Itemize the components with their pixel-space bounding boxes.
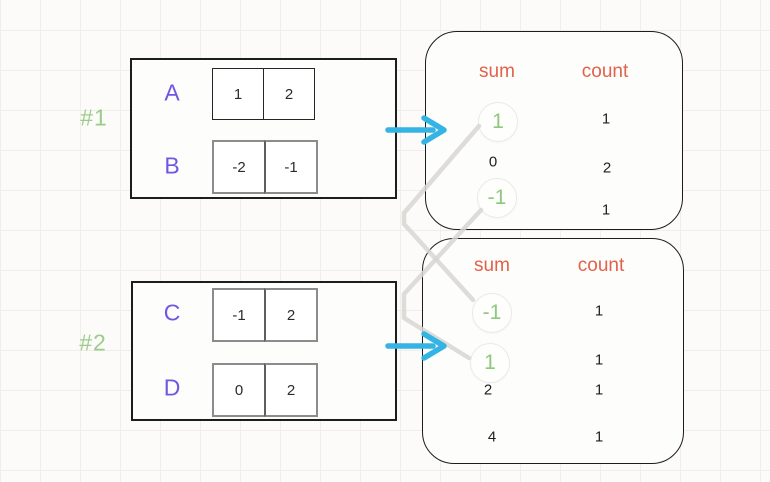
- example2-sum-header: sum: [474, 255, 510, 276]
- array-a-cell-0: 1: [212, 68, 264, 120]
- array-d-cell-1: 2: [264, 363, 318, 417]
- array-b-cells: -2 -1: [212, 140, 318, 194]
- example2-row1-count: 1: [594, 351, 604, 369]
- example2-sum-circle-1: 1: [470, 343, 510, 383]
- example2-row2-count: 1: [594, 381, 604, 399]
- array-b-cell-0: -2: [212, 140, 266, 194]
- array-c-name: C: [163, 299, 181, 326]
- example1-sum-circle-1: 1: [478, 102, 518, 142]
- array-c-cells: -1 2: [212, 288, 318, 342]
- array-b-name: B: [164, 152, 180, 179]
- example2-count-header: count: [577, 255, 625, 276]
- example2-result-box: [422, 238, 684, 464]
- example1-row1-count: 2: [602, 159, 612, 177]
- example1-label: #1: [80, 104, 108, 131]
- example2-row0-sum: -1: [482, 301, 502, 324]
- example1-row1-sum: 0: [488, 153, 498, 171]
- array-d-cells: 0 2: [212, 363, 318, 417]
- array-a-cells: 1 2: [212, 68, 315, 120]
- example2-row3-sum: 4: [487, 428, 497, 446]
- example1-result-box: [425, 31, 683, 230]
- example2-row0-count: 1: [594, 302, 604, 320]
- example1-row2-count: 1: [601, 201, 611, 219]
- array-d-name: D: [163, 374, 181, 401]
- array-c-cell-0: -1: [212, 288, 266, 342]
- array-d-cell-0: 0: [212, 363, 266, 417]
- array-b-cell-1: -1: [264, 140, 318, 194]
- example2-row3-count: 1: [594, 428, 604, 446]
- array-a-name: A: [164, 79, 180, 106]
- example2-row1-sum: 1: [484, 351, 496, 374]
- example1-row0-sum: 1: [492, 110, 504, 133]
- example2-row2-sum: 2: [483, 381, 493, 399]
- example1-row2-sum: -1: [487, 186, 507, 209]
- array-c-cell-1: 2: [264, 288, 318, 342]
- array-a-cell-1: 2: [264, 68, 315, 120]
- example1-sum-circle-neg1: -1: [477, 178, 517, 218]
- example1-row0-count: 1: [601, 110, 611, 128]
- example1-count-header: count: [581, 61, 629, 82]
- example1-sum-header: sum: [479, 61, 515, 82]
- example2-label: #2: [79, 329, 107, 356]
- example2-sum-circle-neg1: -1: [472, 293, 512, 333]
